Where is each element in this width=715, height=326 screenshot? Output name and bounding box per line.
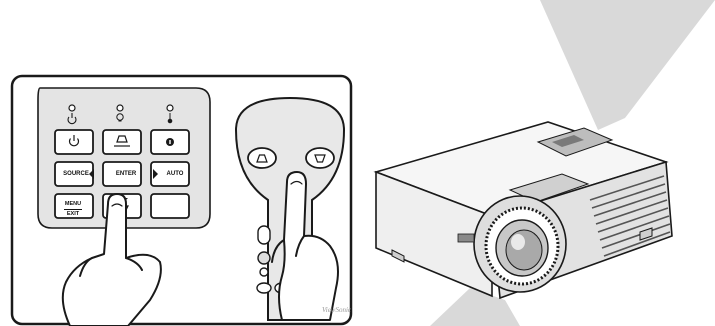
source-key-label: SOURCE [58,171,94,177]
info-key[interactable] [151,130,189,154]
menu-label: MENU [60,201,86,208]
exit-label: EXIT [60,211,86,218]
blank-key[interactable] [151,194,189,218]
remote-keystone-up-key[interactable] [248,148,276,168]
auto-key-label: AUTO [160,171,190,177]
projector-lens [474,196,566,292]
keystone-up-key[interactable] [103,130,141,154]
remote-keystone-down-key[interactable] [306,148,334,168]
enter-key-label: ENTER [108,171,144,177]
power-key[interactable] [55,130,93,154]
projector-front-sensor [458,234,474,242]
menu-exit-divider [64,209,82,210]
projector-illustration [376,122,672,298]
temperature-led-icon [167,105,173,111]
lamp-led-icon [117,105,123,111]
menu-exit-key-label: MENU EXIT [60,201,86,218]
remote-brand-wordmark: ViewSonic [322,306,351,314]
power-led-icon [69,105,75,111]
